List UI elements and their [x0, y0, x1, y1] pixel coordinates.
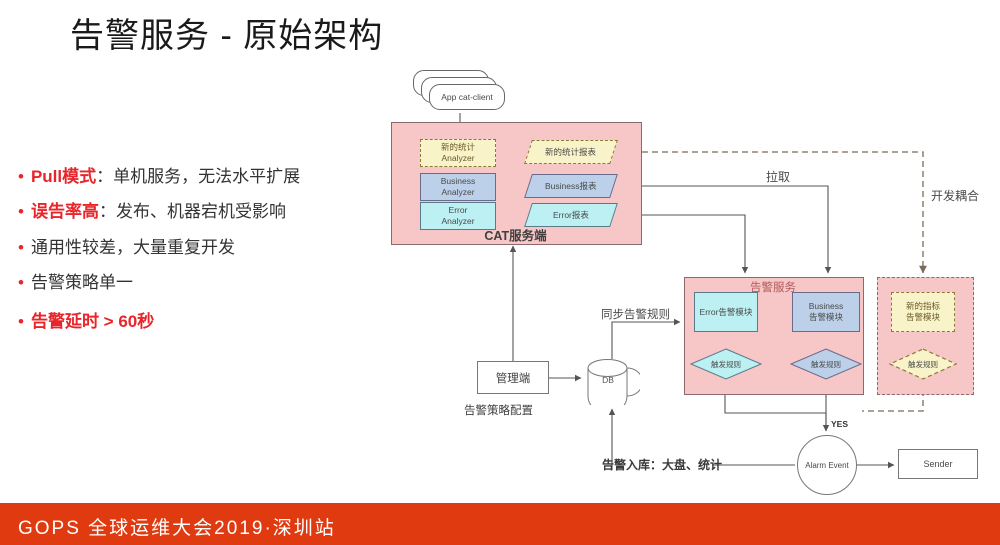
bullet-keyword: 误告率高: [30, 202, 99, 222]
error-report-box: Error报表: [524, 203, 618, 227]
new-stat-report-box: 新的统计报表: [524, 140, 618, 164]
trigger-rule-label: 触发规则: [811, 359, 841, 369]
page-title: 告警服务 - 原始架构: [70, 17, 384, 55]
trigger-rule-label: 触发规则: [711, 359, 741, 369]
list-item: • 通用性较差，大量重复开发: [18, 237, 418, 258]
error-report-label: Error报表: [553, 210, 589, 220]
footer-bar: GOPS 全球运维大会2019·深圳站: [0, 503, 1000, 545]
list-item: • 告警延时 > 60秒: [18, 311, 418, 332]
app-cat-client-label: App cat-client: [441, 92, 493, 102]
bullet-dot: •: [18, 272, 24, 292]
alarm-event-node: Alarm Event: [797, 435, 857, 495]
cat-server-title: CAT服务端: [484, 229, 547, 243]
error-alarm-module-box: Error告警模块: [694, 292, 758, 332]
sender-box: Sender: [898, 449, 978, 479]
bullet-text: 告警策略单一: [30, 272, 133, 292]
bullet-text: ：单机服务，无法水平扩展: [96, 167, 301, 186]
cylinder-shape: [587, 359, 643, 414]
diamond-shape: [790, 348, 862, 380]
sender-label: Sender: [923, 459, 953, 469]
admin-console-caption: 告警策略配置: [464, 405, 533, 417]
trigger-rule-label: 触发规则: [908, 359, 938, 369]
trigger-rule-diamond-business: 触发规则: [790, 348, 862, 380]
database-cylinder: [585, 359, 643, 414]
edge-label-coupling: 开发耦合: [931, 189, 980, 203]
alarm-event-label: Alarm Event: [805, 460, 849, 470]
bullet-dot: •: [18, 237, 24, 257]
bullet-list: • Pull模式：单机服务，无法水平扩展 • 误告率高：发布、机器宕机受影响 •…: [18, 166, 418, 346]
bullet-dot: •: [18, 202, 24, 222]
bullet-dot: •: [18, 167, 24, 186]
business-report-label: Business报表: [545, 181, 597, 191]
error-alarm-module-label: Error告警模块: [699, 306, 753, 317]
admin-console-label: 管理端: [495, 372, 531, 385]
diamond-shape: [889, 348, 957, 380]
diagram-connectors: [456, 113, 927, 470]
bullet-text: ：发布、机器宕机受影响: [98, 202, 286, 222]
database-label: DB: [602, 375, 614, 385]
diamond-shape: [690, 348, 762, 380]
trigger-rule-diamond-error: 触发规则: [690, 348, 762, 380]
edge-label-yes: YES: [831, 419, 849, 429]
bullet-text: 告警延时 > 60秒: [30, 312, 155, 331]
bullet-dot: •: [18, 312, 24, 331]
list-item: • 误告率高：发布、机器宕机受影响: [18, 201, 418, 222]
footer-text: GOPS 全球运维大会2019·深圳站: [18, 518, 336, 539]
trigger-rule-diamond-new: 触发规则: [889, 348, 957, 380]
edge-label-store: 告警入库：大盘、统计: [602, 458, 723, 472]
list-item: • 告警策略单一: [18, 272, 418, 293]
edge-label-pull: 拉取: [766, 170, 791, 184]
new-metric-alarm-module-label: 新的指标告警模块: [905, 301, 940, 322]
admin-console-box: 管理端: [477, 361, 549, 394]
app-cat-client: App cat-client: [429, 84, 505, 110]
alarm-service-title: 告警服务: [750, 282, 796, 294]
new-metric-alarm-module-box: 新的指标告警模块: [891, 292, 955, 332]
list-item: • Pull模式：单机服务，无法水平扩展: [18, 166, 418, 187]
new-stat-report-label: 新的统计报表: [545, 147, 597, 157]
edge-label-sync-rules: 同步告警规则: [601, 309, 670, 321]
business-report-box: Business报表: [524, 174, 618, 198]
bullet-keyword: Pull模式: [30, 167, 97, 186]
bullet-text: 通用性较差，大量重复开发: [30, 237, 235, 257]
